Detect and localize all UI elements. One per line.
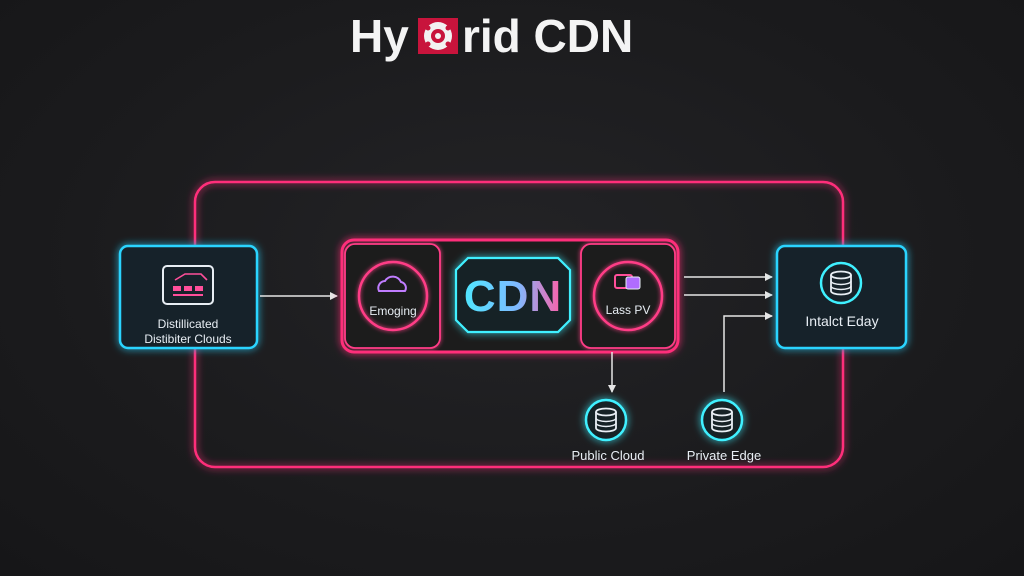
edge-label: Intalct Eday xyxy=(805,313,878,329)
emerging-label: Emoging xyxy=(369,304,416,318)
database-icon xyxy=(819,261,863,305)
cdn-label: CDN xyxy=(464,272,562,321)
server-rack-icon xyxy=(162,265,214,305)
cloud-icon xyxy=(377,275,407,292)
node-lass[interactable]: Lass PV xyxy=(580,243,676,349)
private-edge-label: Private Edge xyxy=(687,448,761,463)
arrow-private-edge-to-edge xyxy=(723,312,773,392)
source-label-line1: Distillicated xyxy=(158,317,219,331)
devices-icon xyxy=(614,274,641,290)
database-icon xyxy=(700,398,744,442)
public-cloud-label: Public Cloud xyxy=(572,448,645,463)
logo-badge-icon xyxy=(418,18,458,54)
node-cdn-core[interactable]: CDN xyxy=(454,256,572,334)
lass-label: Lass PV xyxy=(606,303,651,317)
node-public-cloud[interactable]: Public Cloud xyxy=(572,398,645,463)
node-edge[interactable]: Intalct Eday xyxy=(775,244,908,350)
node-emerging[interactable]: Emoging xyxy=(344,243,441,349)
title-suffix: rid CDN xyxy=(462,10,633,62)
node-source[interactable]: Distillicated Distibiter Clouds xyxy=(118,244,259,350)
database-icon xyxy=(584,398,628,442)
source-label-line2: Distibiter Clouds xyxy=(144,332,231,346)
title-prefix: Hy xyxy=(350,10,409,62)
node-private-edge[interactable]: Private Edge xyxy=(687,398,761,463)
page-title: Hy rid CDN xyxy=(350,10,633,62)
